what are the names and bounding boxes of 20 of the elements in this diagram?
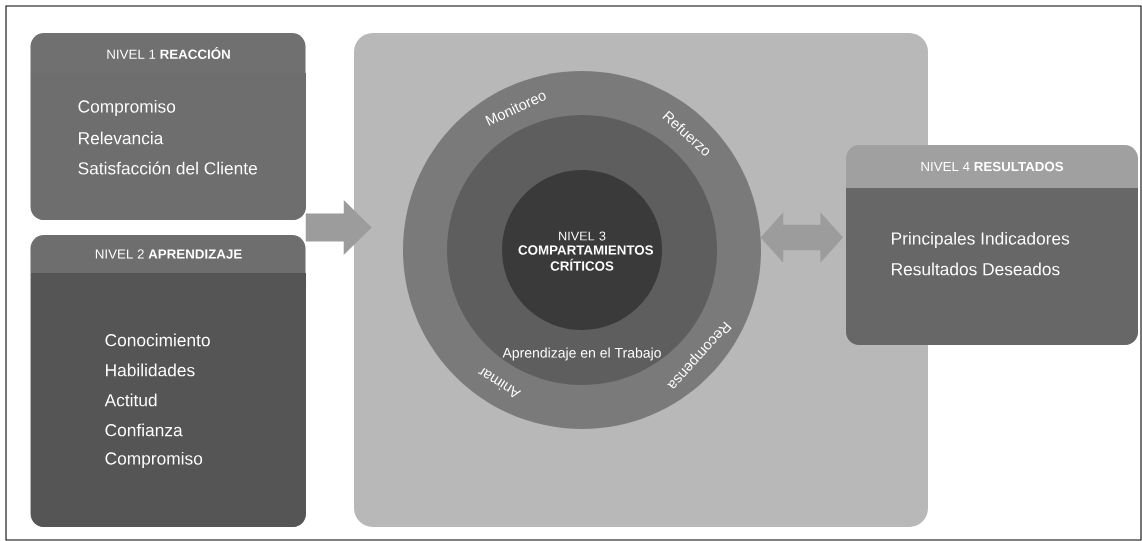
- list-item: Actitud: [104, 393, 157, 407]
- list-item: Relevancia: [79, 131, 164, 145]
- list-item: Satisfacción del Cliente: [78, 161, 257, 175]
- center-circle: [502, 170, 662, 330]
- center-label: COMPARTAMIENTOS CRÍTICOS: [518, 245, 654, 271]
- level-box: [846, 145, 1138, 345]
- center-label: NIVEL 3: [559, 231, 606, 241]
- list-item: Confianza: [105, 423, 183, 437]
- list-item: Habilidades: [106, 363, 195, 377]
- list-item: Principales Indicadores: [892, 231, 1070, 249]
- list-item: Resultados Deseados: [892, 262, 1060, 276]
- level-heading: NIVEL 2 APRENDIZAJE: [95, 249, 242, 259]
- level-box: [30, 235, 306, 527]
- level-heading: NIVEL 4 RESULTADOS: [921, 161, 1064, 172]
- list-item: Compromiso: [78, 99, 176, 117]
- list-item: Compromiso: [105, 451, 203, 469]
- level-heading: NIVEL 1 REACCIÓN: [107, 47, 230, 59]
- level-box: [30, 33, 306, 220]
- ring-label: Aprendizaje en el Trabajo: [502, 347, 661, 361]
- list-item: Conocimiento: [105, 333, 210, 347]
